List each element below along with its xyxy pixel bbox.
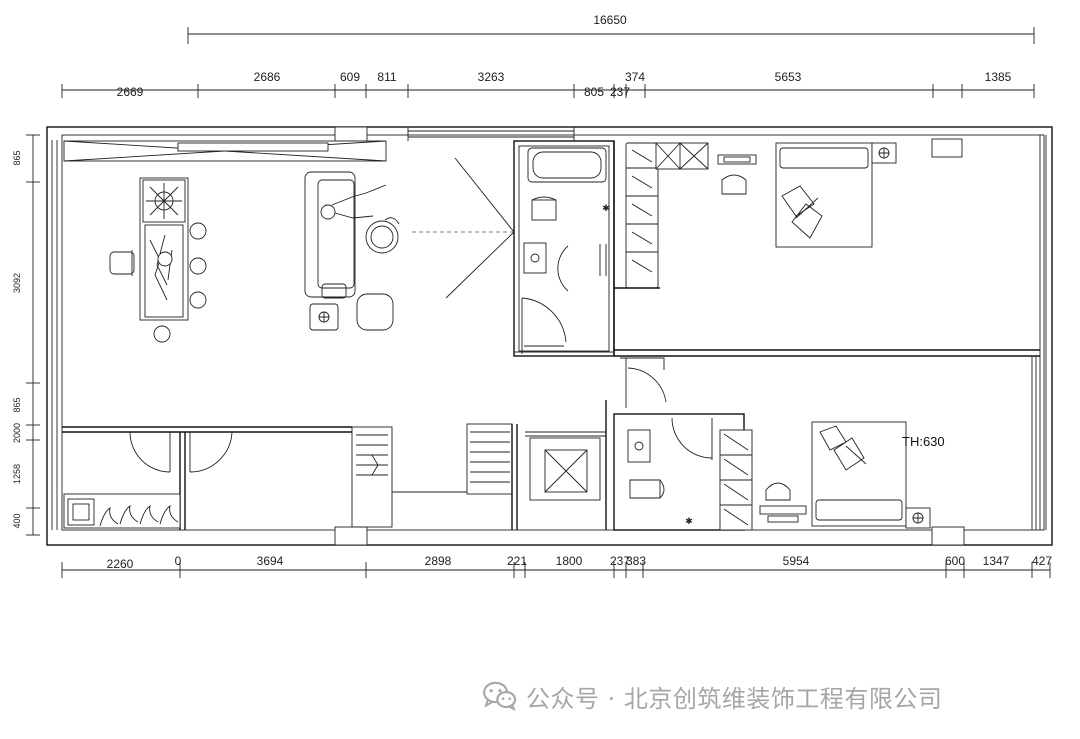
dim-top-8: 374 (625, 70, 645, 84)
dim-top-3: 609 (340, 70, 360, 84)
dim-left-1: 865 (12, 150, 22, 165)
dim-bottom-4: 2898 (425, 554, 452, 568)
dim-top-2: 2686 (254, 70, 281, 84)
dim-left-2: 3092 (12, 273, 22, 293)
ceiling-height-label: TH:630 (902, 434, 945, 449)
dim-bottom-7: 237 (610, 554, 630, 568)
dim-top-4: 811 (377, 70, 396, 84)
dim-top-5: 3263 (478, 70, 505, 84)
dim-bottom-2: 0 (175, 554, 182, 568)
watermark-text: 公众号 · 北京创筑维装饰工程有限公司 (526, 684, 943, 713)
dimension-lines (26, 27, 1051, 578)
dim-left-column: 865 3092 865 2000 1258 400 (12, 150, 22, 528)
dim-bottom-1: 2260 (107, 557, 134, 571)
dim-top-1: 2669 (117, 85, 144, 99)
fixture-mark-2: ✱ (685, 516, 693, 526)
dim-top-10: 1385 (985, 70, 1012, 84)
second-bed (811, 421, 907, 527)
dim-left-3: 865 (12, 397, 22, 412)
dim-top-6: 805 (584, 85, 604, 99)
dim-bottom-11: 1347 (983, 554, 1010, 568)
dim-bottom-6: 1800 (556, 554, 583, 568)
dim-top-9: 5653 (775, 70, 802, 84)
dim-bottom-8: 383 (626, 554, 646, 568)
master-bedroom (613, 141, 1040, 357)
dim-bottom-10: 600 (945, 554, 965, 568)
master-bed (775, 142, 873, 248)
lower-left-rooms (62, 400, 607, 530)
bathroom-upper: ✱ (513, 140, 615, 357)
dim-left-6: 400 (12, 513, 22, 528)
living-room (63, 140, 515, 343)
dim-bottom-9: 5954 (783, 554, 810, 568)
dim-bottom-row: 2260 0 3694 2898 221 1800 237 383 5954 6… (107, 554, 1053, 571)
exterior-walls (46, 126, 1053, 546)
dim-left-4: 2000 (12, 423, 22, 443)
dim-left-5: 1258 (12, 464, 22, 484)
fixture-mark: ✱ (602, 203, 610, 213)
sofa (304, 171, 356, 298)
dim-bottom-12: 427 (1032, 554, 1052, 568)
dim-top-row: 2669 2686 609 811 3263 805 237 374 5653 … (117, 70, 1012, 99)
second-bedroom: ✱ (613, 356, 1037, 531)
wechat-logo-icon (483, 681, 517, 711)
dim-bottom-3: 3694 (257, 554, 284, 568)
dim-top-7: 237 (610, 85, 630, 99)
dim-bottom-5: 221 (507, 554, 527, 568)
dim-overall: 16650 (593, 13, 627, 27)
watermark: 公众号 · 北京创筑维装饰工程有限公司 (482, 680, 943, 713)
